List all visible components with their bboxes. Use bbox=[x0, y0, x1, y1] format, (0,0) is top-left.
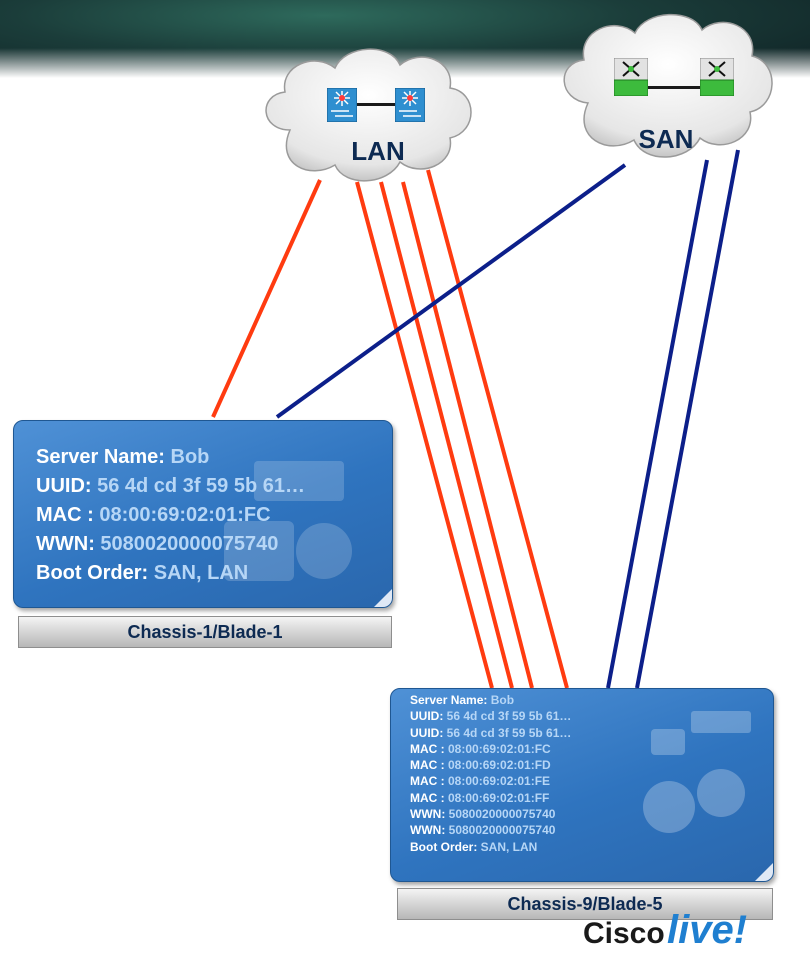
profile-row-key: WWN: bbox=[410, 807, 446, 822]
profile-row: WWN: 5080020000075740 bbox=[36, 530, 305, 559]
profile-row: MAC : 08:00:69:02:01:FC bbox=[36, 501, 305, 530]
lan-cloud-shape bbox=[265, 48, 472, 182]
lan-cloud: LAN bbox=[250, 40, 480, 190]
profile-row: Boot Order: SAN, LAN bbox=[410, 839, 571, 855]
san-switch-left-icon bbox=[613, 57, 649, 101]
profile-row: Server Name: Bob bbox=[410, 692, 571, 708]
profile-row-value: 08:00:69:02:01:FF bbox=[444, 790, 550, 805]
san-cloud-shape bbox=[563, 13, 773, 158]
lan-label: LAN bbox=[351, 136, 405, 166]
chassis-label-2: Chassis-9/Blade-5 bbox=[397, 888, 773, 920]
profile-row: Server Name: Bob bbox=[36, 443, 305, 472]
lan-link-server2-a bbox=[355, 181, 494, 689]
profile-row: WWN: 5080020000075740 bbox=[410, 806, 571, 822]
svg-text:Cisco: Cisco bbox=[583, 917, 665, 950]
profile-row-key: Boot Order: bbox=[410, 839, 478, 854]
chassis-label-1: Chassis-1/Blade-1 bbox=[18, 616, 392, 648]
san-cloud: SAN bbox=[550, 8, 780, 173]
profile-row-key: Boot Order: bbox=[36, 562, 149, 584]
hardware-watermark-icon bbox=[643, 711, 751, 833]
profile-row-value: 56 4d cd 3f 59 5b 61… bbox=[91, 475, 305, 497]
profile-row: MAC : 08:00:69:02:01:FE bbox=[410, 773, 571, 789]
page-fold-icon bbox=[755, 863, 773, 881]
lan-switch-link bbox=[357, 103, 395, 106]
profile-row-value: 08:00:69:02:01:FD bbox=[444, 758, 551, 773]
lan-switch-right-icon bbox=[394, 87, 426, 127]
profile-row: MAC : 08:00:69:02:01:FC bbox=[410, 741, 571, 757]
profile-row-value: 5080020000075740 bbox=[94, 533, 279, 555]
profile-row: Boot Order: SAN, LAN bbox=[36, 559, 305, 588]
san-link-server2-b bbox=[635, 149, 740, 689]
profile-row-key: Server Name: bbox=[410, 693, 488, 707]
san-switch-right-icon bbox=[699, 57, 735, 101]
profile-row-key: Server Name: bbox=[36, 446, 165, 468]
cisco-live-logo: Cisco live! bbox=[583, 893, 810, 958]
profile-row-value: 56 4d cd 3f 59 5b 61… bbox=[443, 725, 572, 740]
profile-row-value: 56 4d cd 3f 59 5b 61… bbox=[443, 709, 572, 724]
lan-link-server2-c bbox=[401, 181, 534, 689]
profile-row-value: Bob bbox=[487, 693, 515, 707]
profile-row-value: Bob bbox=[164, 446, 210, 468]
profile-row: UUID: 56 4d cd 3f 59 5b 61… bbox=[410, 725, 571, 741]
profile-row-value: SAN, LAN bbox=[148, 562, 249, 584]
profile-row-value: 08:00:69:02:01:FC bbox=[93, 504, 271, 526]
lan-link-server2-b bbox=[379, 181, 514, 689]
san-label: SAN bbox=[638, 124, 694, 154]
profile-row-key: MAC : bbox=[410, 741, 445, 756]
profile-row-key: UUID: bbox=[410, 709, 444, 724]
profile-row-key: WWN: bbox=[36, 533, 95, 555]
profile-row-key: MAC : bbox=[410, 758, 445, 773]
profile-row: MAC : 08:00:69:02:01:FF bbox=[410, 790, 571, 806]
lan-links bbox=[211, 169, 569, 689]
profile-row-value: 5080020000075740 bbox=[445, 807, 556, 822]
profile-row-key: MAC : bbox=[410, 774, 445, 789]
lan-link-server1 bbox=[211, 179, 322, 418]
profile-row-value: 5080020000075740 bbox=[445, 823, 556, 838]
profile-row-key: MAC : bbox=[36, 504, 94, 526]
lan-switch-left-icon bbox=[326, 87, 358, 127]
profile-row-key: WWN: bbox=[410, 823, 446, 838]
profile-row: MAC : 08:00:69:02:01:FD bbox=[410, 757, 571, 773]
profile-row-value: SAN, LAN bbox=[477, 839, 538, 854]
page-fold-icon bbox=[374, 589, 392, 607]
san-link-server1 bbox=[275, 163, 627, 419]
hardware-watermark-icon bbox=[224, 461, 352, 581]
profile-row-key: MAC : bbox=[410, 790, 445, 805]
svg-text:live!: live! bbox=[667, 908, 747, 952]
profile-row-value: 08:00:69:02:01:FE bbox=[444, 774, 551, 789]
profile-row: WWN: 5080020000075740 bbox=[410, 822, 571, 838]
profile-row-key: UUID: bbox=[410, 725, 444, 740]
profile-row-value: 08:00:69:02:01:FC bbox=[444, 741, 551, 756]
profile-row: UUID: 56 4d cd 3f 59 5b 61… bbox=[410, 708, 571, 724]
profile-row-key: UUID: bbox=[36, 475, 92, 497]
profile-row: UUID: 56 4d cd 3f 59 5b 61… bbox=[36, 472, 305, 501]
lan-link-server2-d bbox=[426, 169, 569, 689]
san-links bbox=[275, 149, 740, 689]
san-link-server2-a bbox=[606, 159, 709, 689]
san-switch-link bbox=[648, 86, 700, 89]
